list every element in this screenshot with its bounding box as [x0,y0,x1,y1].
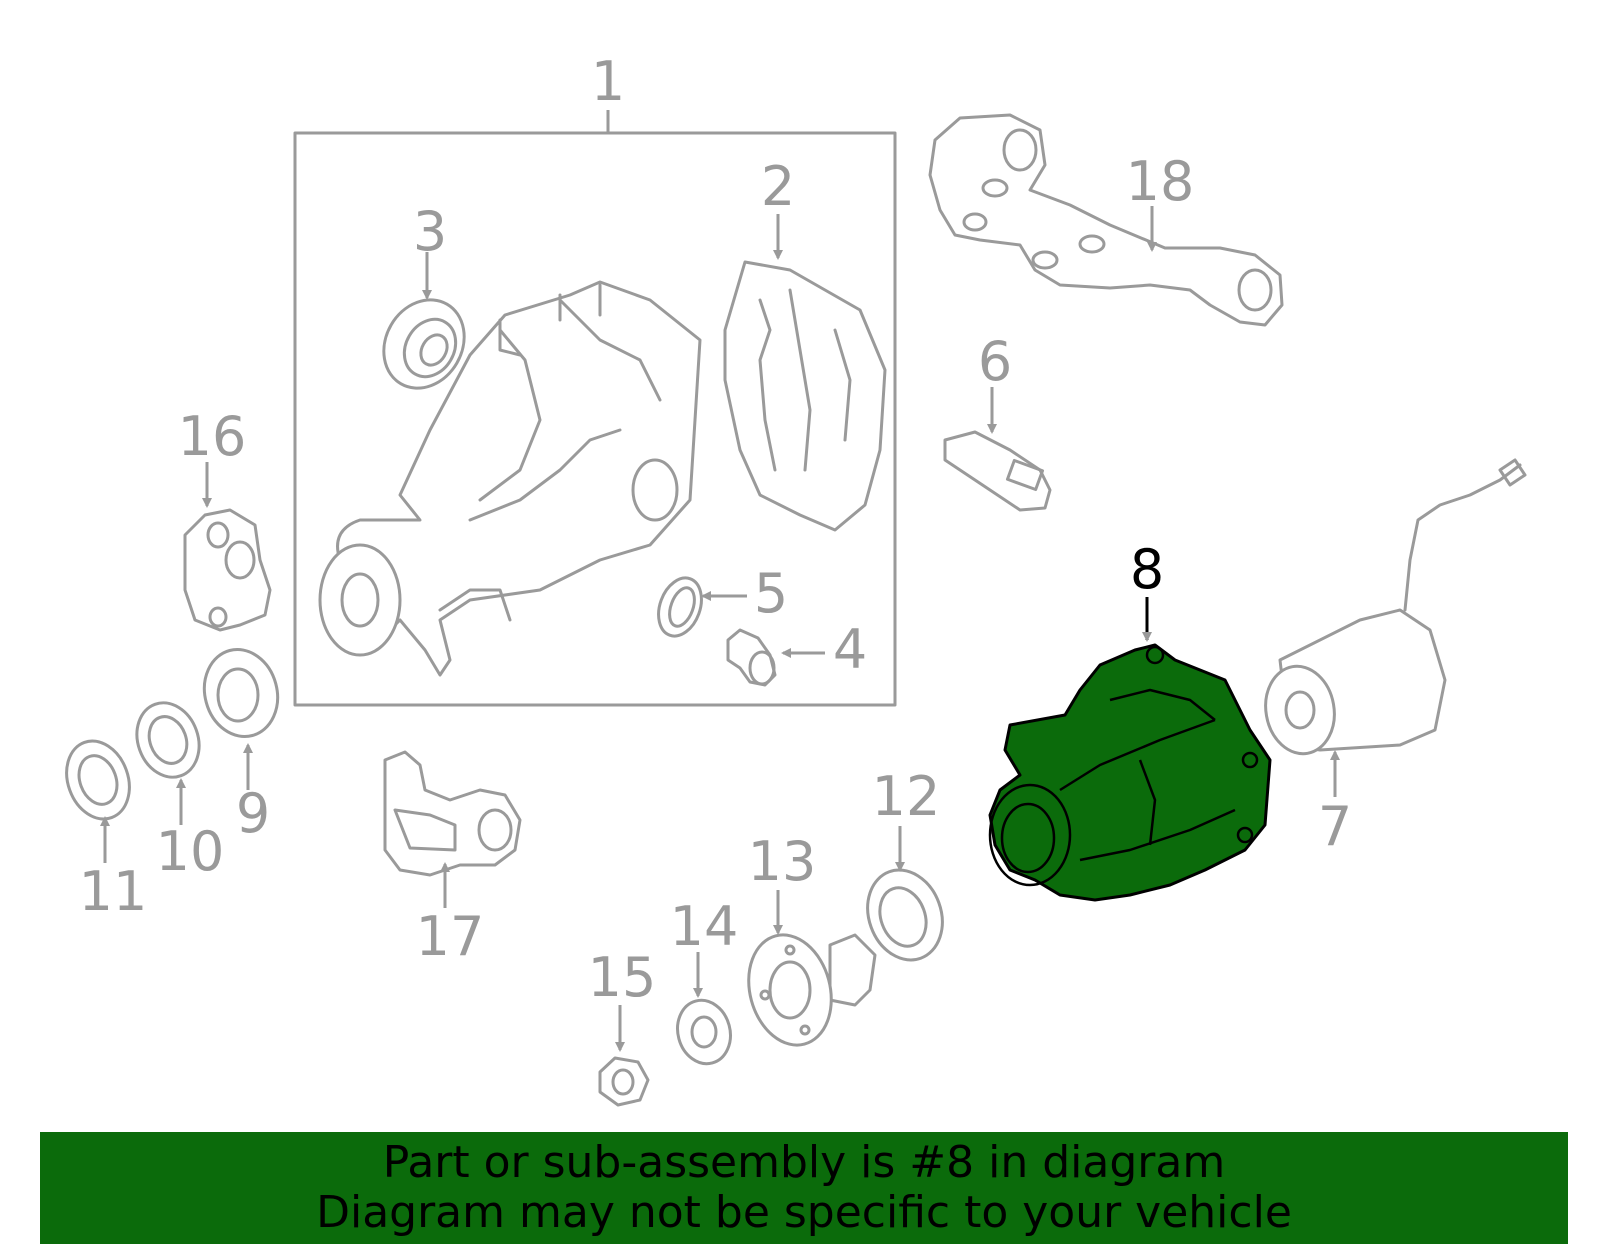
part-washer-10 [135,701,201,779]
callout-5: 5 [754,562,788,625]
part-crossmember-18 [928,113,1284,327]
part-sensor-6 [943,430,1052,512]
callout-6: 6 [978,330,1012,393]
leader-lines [100,206,1340,1052]
part-actuator-7 [1264,458,1527,756]
callout-10: 10 [156,820,225,883]
callout-9: 9 [236,782,270,845]
callout-4: 4 [833,618,867,681]
callout-7: 7 [1318,795,1352,858]
part-washer-11 [65,739,131,821]
part-washer-5 [657,576,703,638]
callout-18: 18 [1126,150,1195,213]
callout-3: 3 [413,200,447,263]
callout-8: 8 [1130,538,1164,601]
part-housing-8-highlighted [988,643,1272,902]
callout-1: 1 [591,50,625,113]
callout-15: 15 [588,946,657,1009]
part-bearing-9 [202,647,280,739]
part-seal-3 [382,298,466,390]
callout-12: 12 [872,765,941,828]
part-plug-4 [726,628,777,687]
callout-13: 13 [748,830,817,893]
part-mount-17 [383,750,522,877]
info-banner: Part or sub-assembly is #8 in diagram Di… [40,1132,1568,1244]
callout-17: 17 [416,905,485,968]
callout-labels: 1 2 3 4 5 6 7 8 9 10 11 12 13 14 15 16 1… [79,50,1353,1009]
callout-11: 11 [79,860,148,923]
callout-16: 16 [178,405,247,468]
part-bracket-16 [183,508,272,632]
banner-line-1: Part or sub-assembly is #8 in diagram [382,1137,1226,1188]
callout-2: 2 [761,155,795,218]
part-nut-15 [598,1056,650,1107]
assembly-box-1 [293,110,897,707]
part-washer-14 [676,998,732,1066]
callout-14: 14 [670,895,739,958]
part-flange-13 [747,933,877,1047]
banner-line-2: Diagram may not be specific to your vehi… [316,1187,1292,1238]
part-differential-housing [318,280,702,677]
part-seal-12 [866,868,944,962]
part-cover-2 [723,260,887,532]
